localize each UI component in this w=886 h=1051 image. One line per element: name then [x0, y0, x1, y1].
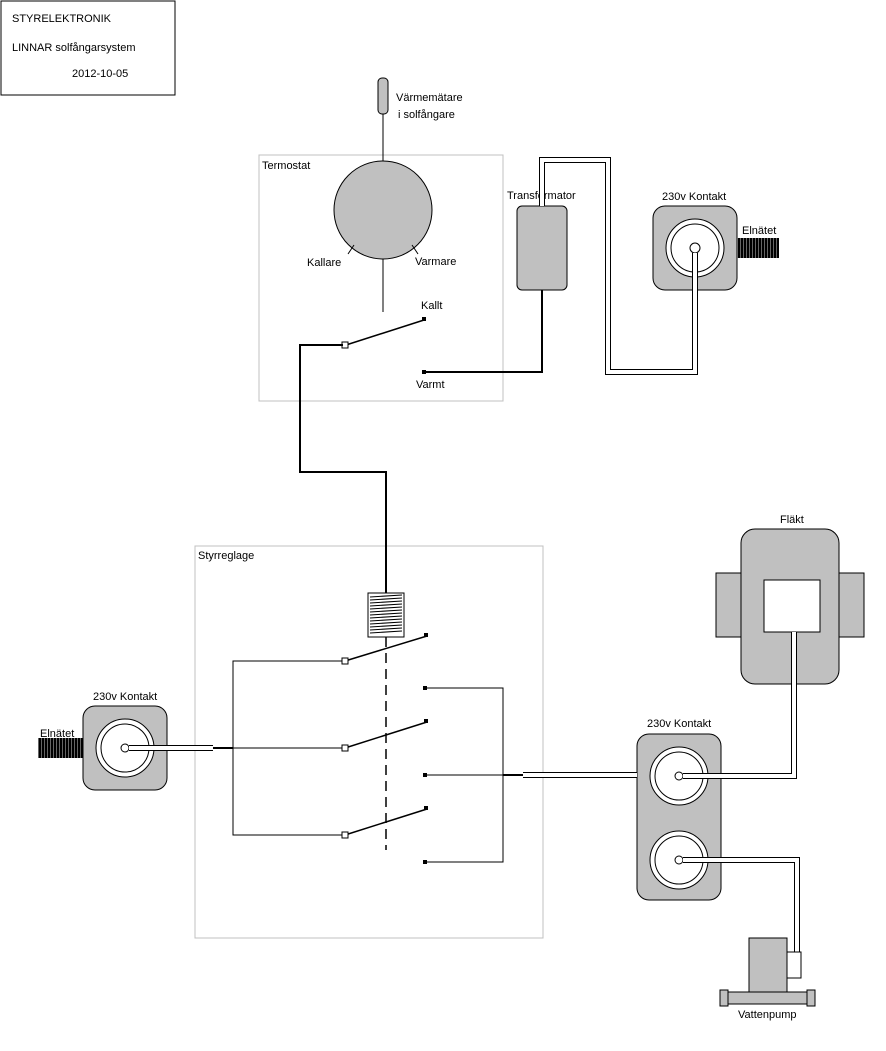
outlet-top-label: 230v Kontakt — [662, 191, 726, 203]
control-switch-1 — [344, 635, 428, 662]
mains-cable-left — [38, 738, 83, 758]
thermostat-title: Termostat — [262, 160, 310, 172]
sensor-label-1: Värmemätare — [396, 92, 463, 104]
title-line-2: LINNAR solfångarsystem — [12, 42, 136, 54]
thermostat-dial — [333, 160, 433, 260]
outlet-left: 230v Kontakt Elnätet — [38, 691, 168, 791]
pump-motor — [748, 937, 788, 993]
thermostat-switch-arm — [345, 319, 425, 346]
dial-right-label: Varmare — [415, 256, 456, 268]
mains-cable-top — [737, 238, 779, 258]
fan: Fläkt — [715, 514, 865, 685]
transformer-body — [516, 205, 568, 291]
title-line-1: STYRELEKTRONIK — [12, 13, 112, 25]
outlet-top: 230v Kontakt Elnätet — [652, 191, 779, 291]
dial-left-label: Kallare — [307, 257, 341, 269]
sensor-label-2: i solfångare — [398, 109, 455, 121]
pump-label: Vattenpump — [738, 1009, 797, 1021]
pump-pipe — [726, 991, 810, 1005]
mains-top-label: Elnätet — [742, 225, 776, 237]
outlet-right-label: 230v Kontakt — [647, 718, 711, 730]
thermostat-group: Termostat Värmemätare i solfångare Kalla… — [258, 77, 504, 402]
outlet-right: 230v Kontakt — [636, 718, 722, 901]
heat-sensor — [377, 77, 389, 115]
water-pump: Vattenpump — [719, 937, 816, 1021]
control-switch-3 — [344, 808, 428, 836]
mains-left-label: Elnätet — [40, 728, 74, 740]
contact-warm-label: Varmt — [416, 379, 445, 391]
control-switch-2 — [344, 721, 428, 749]
control-title: Styrreglage — [198, 550, 254, 562]
control-frame — [194, 545, 544, 939]
title-block: STYRELEKTRONIK LINNAR solfångarsystem 20… — [0, 0, 176, 96]
control-group: Styrreglage — [194, 545, 544, 939]
fan-window — [763, 579, 821, 633]
fan-label: Fläkt — [780, 514, 804, 526]
contact-cold-label: Kallt — [421, 300, 442, 312]
thermostat-frame — [258, 154, 504, 402]
outlet-left-label: 230v Kontakt — [93, 691, 157, 703]
title-date: 2012-10-05 — [72, 68, 128, 80]
